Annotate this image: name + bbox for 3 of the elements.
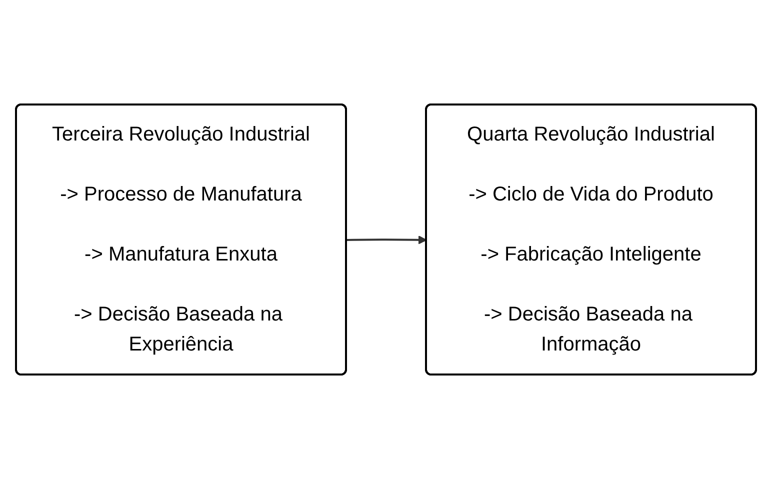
node-text: Quarta Revolução Industrial -> Ciclo de Vida do Produto -> Fabricação Inteligente -> Decisão Baseada na Informação bbox=[466, 124, 714, 356]
arrow bbox=[346, 236, 426, 244]
node-text: Terceira Revolução Industrial -> Processo de Manufatura -> Manufatura Enxuta -> Decisão Baseada na Experiência bbox=[52, 124, 310, 356]
